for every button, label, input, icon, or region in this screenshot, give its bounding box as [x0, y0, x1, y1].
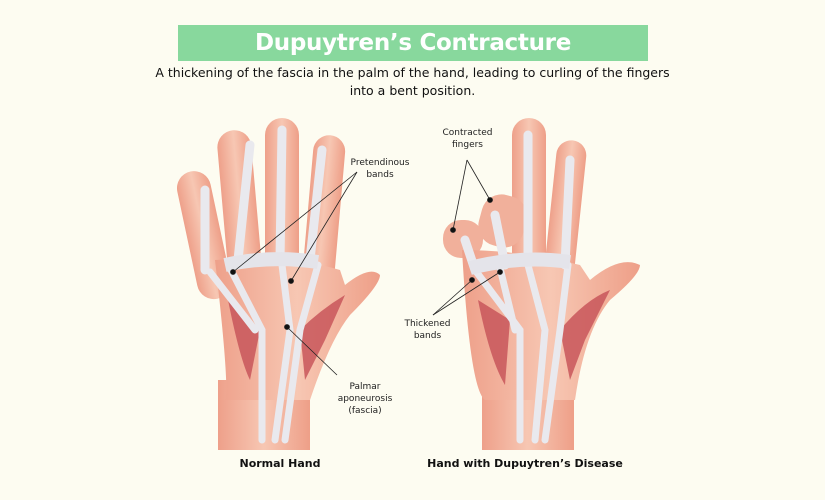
caption-disease-hand: Hand with Dupuytren’s Disease — [427, 457, 623, 470]
label-pretendinous-bands: Pretendinous bands — [350, 158, 410, 180]
subtitle: A thickening of the fascia in the palm o… — [155, 65, 670, 98]
leader-lines — [230, 159, 503, 376]
label-palmar-aponeurosis: Palmar aponeurosis (fascia) — [337, 382, 393, 416]
caption-normal-hand: Normal Hand — [239, 457, 321, 470]
label-contracted-fingers: Contracted fingers — [442, 128, 493, 150]
page-title: Dupuytren’s Contracture — [255, 30, 571, 56]
label-thickened-bands: Thickened bands — [404, 319, 451, 341]
title-banner: Dupuytren’s Contracture — [178, 25, 648, 61]
normal-hand — [176, 118, 380, 450]
disease-hand — [443, 118, 640, 450]
